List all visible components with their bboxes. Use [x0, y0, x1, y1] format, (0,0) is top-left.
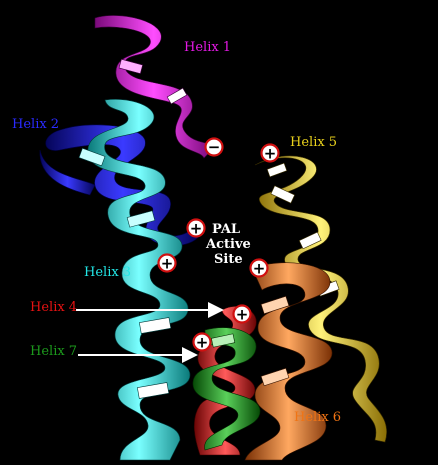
- helix-1-label: Helix 1: [184, 40, 231, 55]
- helix-3-ribbon: [78, 99, 191, 461]
- helix-2-label: Helix 2: [12, 117, 59, 132]
- svg-text:+: +: [161, 255, 174, 273]
- helix-6-label: Helix 6: [294, 410, 341, 425]
- helix-4-label: Helix 4: [30, 300, 77, 315]
- active-site-label-line1: PAL: [212, 222, 240, 237]
- positive-charge-marker: +: [249, 258, 269, 278]
- negative-charge-marker: −: [204, 137, 224, 157]
- svg-text:+: +: [190, 220, 203, 238]
- positive-charge-marker: +: [186, 218, 206, 238]
- svg-text:+: +: [253, 260, 266, 278]
- helix-7-label: Helix 7: [30, 344, 77, 359]
- helix-6-ribbon: [244, 262, 333, 461]
- helix-3-label: Helix 3: [84, 265, 131, 280]
- svg-text:−: −: [208, 138, 221, 156]
- helix-1-ribbon: [94, 15, 213, 159]
- helix-5-label: Helix 5: [290, 135, 337, 150]
- positive-charge-marker: +: [192, 332, 212, 352]
- svg-text:+: +: [236, 306, 249, 324]
- positive-charge-marker: +: [260, 143, 280, 163]
- positive-charge-marker: +: [157, 253, 177, 273]
- svg-text:+: +: [264, 145, 277, 163]
- active-site-label-line2: Active: [205, 237, 251, 252]
- helix-7-ribbon: [192, 327, 261, 451]
- active-site-label-line3: Site: [214, 252, 243, 267]
- svg-text:+: +: [196, 334, 209, 352]
- positive-charge-marker: +: [232, 304, 252, 324]
